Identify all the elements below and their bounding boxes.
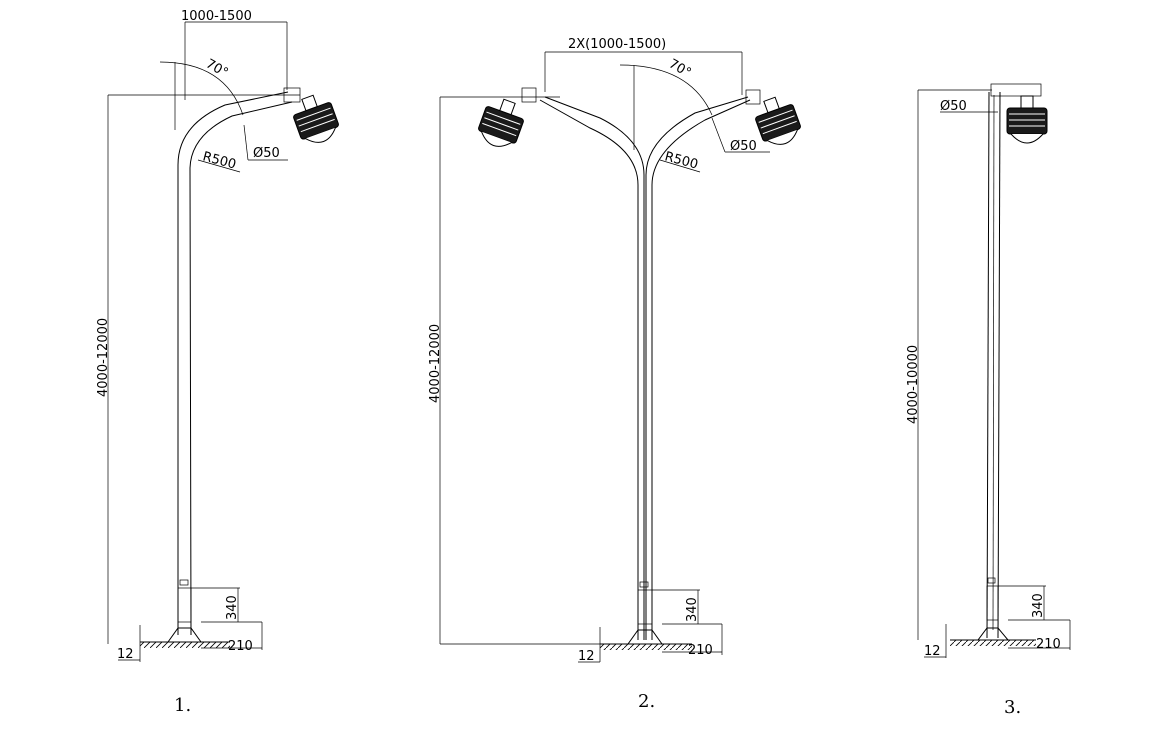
pole-2-inner-right (645, 96, 749, 640)
diameter-label-3: Ø50 (940, 99, 967, 114)
caption-3: 3. (1004, 697, 1021, 718)
door-lock-1 (179, 579, 189, 586)
pole-2-left (539, 99, 639, 640)
door-label-1: 340 (225, 595, 240, 620)
ground-hatch-1 (140, 642, 230, 648)
plate-label-1: 12 (117, 647, 134, 662)
base-1 (167, 627, 202, 643)
drawing-1: 1000-1500 4000-12000 70° R500 Ø50 340 21… (96, 9, 343, 716)
ground-hatch-2 (600, 644, 692, 650)
drawing-2: 2X(1000-1500) 4000-12000 70° R500 Ø50 34… (428, 37, 805, 712)
angle-label-2: 70° (666, 56, 693, 81)
caption-1: 1. (174, 695, 191, 716)
base-label-1: 210 (228, 639, 253, 654)
door-3 (986, 585, 999, 621)
drawing-3: 4000-10000 Ø50 340 210 12 3. (906, 83, 1071, 718)
height-label-2: 4000-12000 (428, 324, 443, 403)
plate-label-2: 12 (578, 649, 595, 664)
arm-width-label-1: 1000-1500 (181, 9, 252, 24)
diameter-label-1: Ø50 (253, 146, 280, 161)
lamp-head-2-right (750, 91, 805, 151)
door-2 (637, 589, 653, 625)
radius-label-1: R500 (201, 149, 238, 172)
base-2 (627, 629, 663, 645)
lamp-head-2-left (474, 93, 529, 153)
arm-width-label-2: 2X(1000-1500) (568, 37, 666, 52)
door-1 (177, 587, 192, 623)
pole-1 (177, 91, 289, 635)
pole-3 (986, 91, 990, 639)
door-label-2: 340 (685, 597, 700, 622)
base-label-2: 210 (688, 643, 713, 658)
radius-label-2: R500 (663, 149, 700, 172)
height-label-1: 4000-12000 (96, 318, 111, 397)
base-label-3: 210 (1036, 637, 1061, 652)
pole-2-inner-left (544, 96, 645, 640)
lamp-head-3 (1006, 95, 1048, 144)
angle-label-1: 70° (203, 56, 230, 81)
lamp-head-1 (288, 89, 343, 149)
lamp-arm-3 (990, 83, 1042, 97)
plate-label-3: 12 (924, 644, 941, 659)
diameter-label-2: Ø50 (730, 139, 757, 154)
pole-2-right (651, 99, 751, 640)
door-label-3: 340 (1031, 593, 1046, 618)
ground-hatch-3 (950, 640, 1036, 646)
base-3 (977, 627, 1009, 641)
caption-2: 2. (638, 691, 655, 712)
height-label-3: 4000-10000 (906, 345, 921, 424)
pole-1-inner (189, 101, 293, 636)
angle-arc-1 (159, 61, 244, 116)
